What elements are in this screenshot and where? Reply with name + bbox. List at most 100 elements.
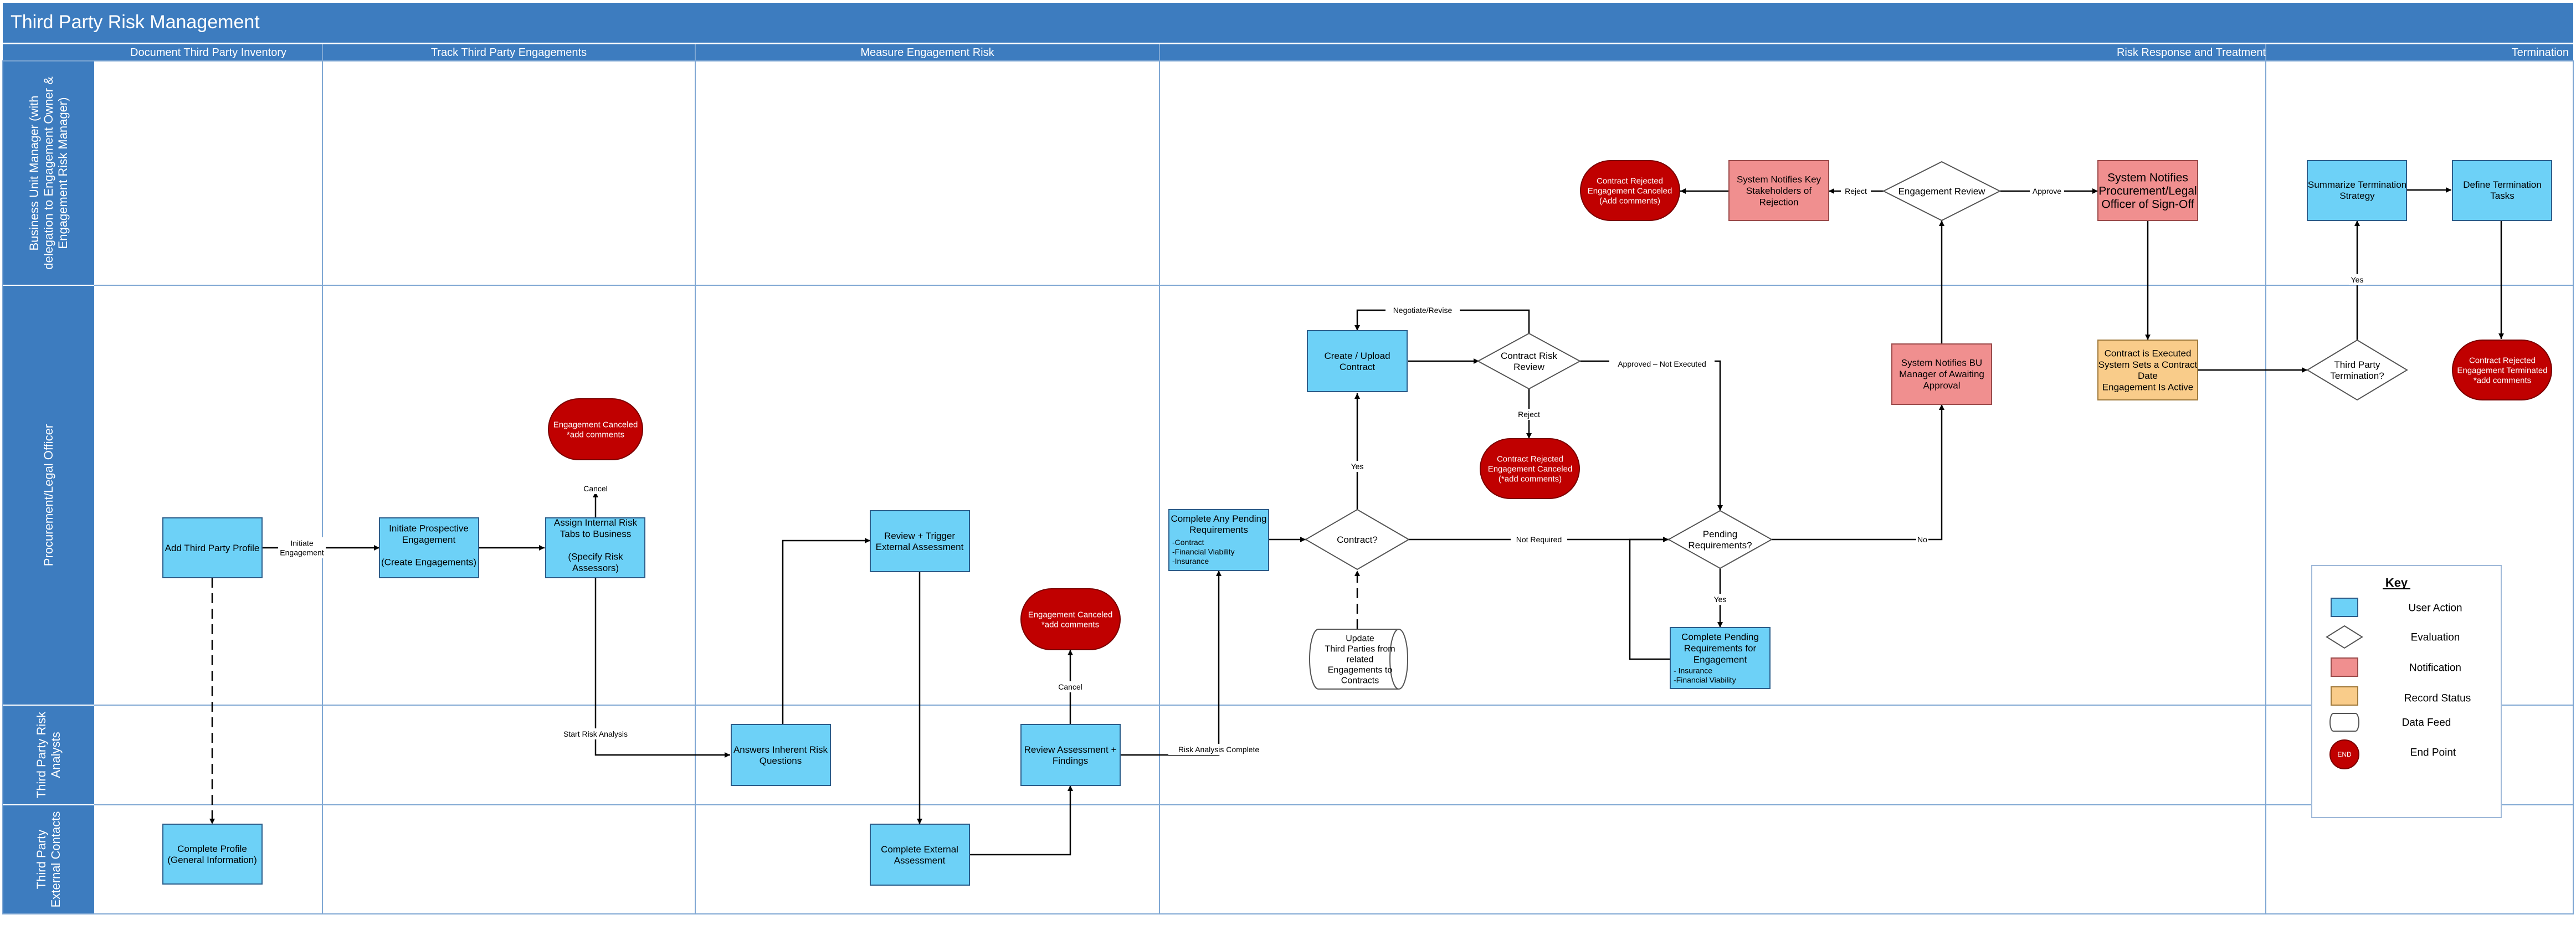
legend-item-user-action: User Action [2408, 603, 2462, 614]
define-term-box [2452, 160, 2552, 221]
summarize-term-box [2307, 160, 2407, 221]
legend-item-evaluation: Evaluation [2411, 632, 2460, 644]
diagram-title: Third Party Risk Management [11, 12, 260, 33]
title-bar: Third Party Risk Management [3, 3, 2573, 43]
pending-reqs-list: -Contract-Financial Viability-Insurance [1172, 538, 1235, 566]
complete-pending-list: - Insurance-Financial Viability [1674, 666, 1736, 684]
edge-label-not-required-bg [1511, 534, 1567, 545]
legend-end-point-swatch [2329, 739, 2359, 769]
edge-answers-to-review-trigger [782, 538, 870, 724]
phase-risk-response: Risk Response and Treatment [2116, 47, 2266, 59]
cancel-end-1-shape [548, 398, 643, 460]
edge-label-approved: Approved – Not Executed [1618, 359, 1706, 368]
edge-label-cancel-2: Cancel [1058, 682, 1082, 691]
phase-header-strip [3, 44, 2573, 61]
lane-borders [2, 44, 2574, 914]
edge-label-cancel-2-bg [1055, 681, 1085, 692]
legend-evaluation-swatch [2326, 625, 2363, 649]
initiate-engagement-box [379, 517, 479, 578]
edge-label-reject-review-bg [1841, 186, 1871, 197]
assign-tabs-box [545, 517, 645, 578]
edge-label-negotiate: Negotiate/Revise [1393, 306, 1453, 315]
edge-label-yes-contract: Yes [1351, 462, 1364, 471]
phase-track-engagements: Track Third Party Engagements [430, 47, 587, 59]
review-findings-label: Review Assessment +Findings [1024, 744, 1117, 766]
user-action-boxes [162, 160, 2552, 886]
legend-item-end-point: End Point [2410, 747, 2456, 759]
complete-pending-box [1670, 627, 1771, 689]
edge-label-approve: Approve [2033, 187, 2061, 196]
phase-document-inventory: Document Third Party Inventory [130, 47, 286, 59]
edge-pending-q-no [1772, 404, 1944, 541]
engagement-review-label: Engagement Review [1898, 186, 1986, 197]
update-parties-datafeed [1309, 629, 1408, 690]
term-end-shape [2452, 340, 2552, 400]
edge-assign-to-answers [594, 578, 730, 758]
lane-label-dividers [3, 285, 94, 805]
add-profile-box [162, 517, 263, 578]
edge-label-not-required: Not Required [1516, 535, 1562, 544]
phase-measure-risk: Measure Engagement Risk [860, 47, 994, 59]
pending-q-diamond [1667, 510, 1773, 569]
edge-label-approved-bg [1609, 358, 1715, 369]
pending-reqs-box [1168, 509, 1269, 571]
cancel-end-1-label: Engagement Canceled*add comments [553, 420, 638, 439]
contract-review-diamond [1476, 332, 1582, 390]
edge-label-analysis-complete: Risk Analysis Complete [1178, 745, 1259, 754]
review-findings-box [1020, 724, 1121, 786]
edge-label-reject: Reject [1518, 410, 1540, 419]
decision-diamonds [1305, 161, 2408, 571]
legend-item-data-feed: Data Feed [2402, 717, 2451, 729]
notify-signoff-box [2097, 160, 2198, 221]
edge-label-initiate-bg [278, 537, 326, 558]
contract-q-label: Contract? [1337, 535, 1378, 545]
edge-label-yes-termination: Yes [2351, 275, 2364, 284]
edge-label-cancel-1-bg [581, 483, 610, 494]
lane-label-1: Business Unit Manager (withdelegation to… [27, 76, 70, 270]
edge-label-negotiate-bg [1386, 305, 1460, 316]
notify-bu-box [1891, 343, 1992, 405]
edge-findings-to-pending-reqs [1120, 571, 1222, 756]
legend-end-symbol: END [2337, 751, 2352, 758]
lane-label-2: Procurement/Legal Officer [42, 424, 55, 566]
complete-profile-label: Complete Profile(General Information) [167, 844, 257, 865]
review-trigger-box [870, 510, 970, 572]
cancel-end-2-shape [1020, 588, 1121, 650]
end-points [548, 160, 2552, 650]
answers-inherent-box [731, 724, 831, 786]
notification-boxes [1728, 160, 2198, 405]
edge-label-reject-bg [1514, 409, 1544, 420]
edge-label-yes-contract-bg [1349, 461, 1366, 472]
engagement-review-diamond [1882, 161, 2002, 222]
edge-review-approved [1579, 360, 1723, 511]
edge-label-analysis-complete-bg [1168, 744, 1269, 755]
edge-label-yes-pending-bg [1712, 594, 1728, 605]
edge-complete-external-to-review-findings [969, 785, 1073, 856]
edge-complete-pending-to-pending-q [1629, 537, 1670, 660]
edge-label-reject-review: Reject [1845, 187, 1867, 196]
complete-profile-box [162, 824, 263, 885]
edge-label-start-analysis-bg [552, 728, 639, 739]
